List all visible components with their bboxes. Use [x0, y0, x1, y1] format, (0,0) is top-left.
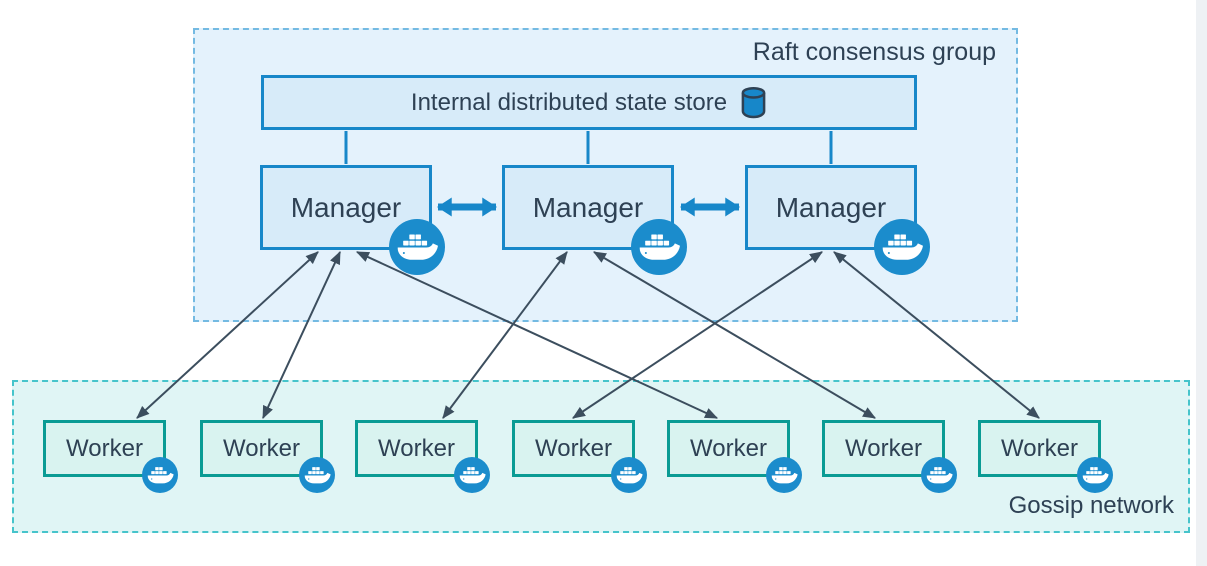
docker-icon [874, 219, 930, 275]
docker-icon [299, 457, 335, 493]
node-label: Worker [845, 434, 922, 462]
worker-node-w6: Worker [822, 420, 957, 493]
docker-icon [921, 457, 957, 493]
database-icon [741, 86, 766, 119]
state-store-node: Internal distributed state store [261, 75, 917, 130]
worker-node-w3: Worker [355, 420, 490, 493]
docker-icon [611, 457, 647, 493]
manager-node-m1: Manager [260, 165, 445, 275]
node-label: Worker [66, 434, 143, 462]
worker-node-w7: Worker [978, 420, 1113, 493]
docker-icon [389, 219, 445, 275]
docker-icon [142, 457, 178, 493]
node-label: Manager [775, 191, 887, 223]
node-label: Manager [532, 191, 644, 223]
manager-node-m3: Manager [745, 165, 930, 275]
docker-icon [1077, 457, 1113, 493]
docker-icon [454, 457, 490, 493]
node-label: Worker [378, 434, 455, 462]
raft-group-label: Raft consensus group [752, 38, 996, 66]
node-label: Manager [290, 191, 402, 223]
node-label: Worker [690, 434, 767, 462]
worker-node-w1: Worker [43, 420, 178, 493]
node-label: Worker [1001, 434, 1078, 462]
node-label: Worker [223, 434, 300, 462]
manager-node-m2: Manager [502, 165, 687, 275]
worker-node-w5: Worker [667, 420, 802, 493]
worker-node-w2: Worker [200, 420, 335, 493]
page-gutter [1196, 0, 1207, 566]
node-label: Worker [535, 434, 612, 462]
worker-node-w4: Worker [512, 420, 647, 493]
state-store-label: Internal distributed state store [410, 88, 728, 116]
docker-icon [766, 457, 802, 493]
docker-icon [631, 219, 687, 275]
gossip-network-label: Gossip network [1008, 492, 1174, 519]
